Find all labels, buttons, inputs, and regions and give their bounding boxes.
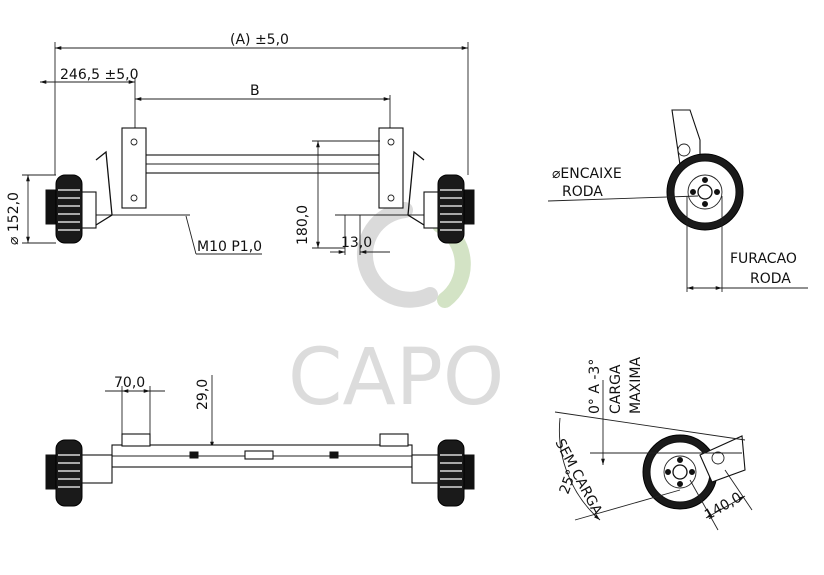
axle-plan-view: 70,0 29,0 <box>45 375 475 507</box>
left-wheel-plan <box>45 439 113 507</box>
wheel-fit-line1: ⌀ENCAIXE <box>552 166 622 182</box>
bolt-spacing-label: B <box>250 83 260 99</box>
dim-height-offset: 29,0 <box>195 375 214 448</box>
bracket-width-label: 70,0 <box>114 375 145 391</box>
dim-overall-width: (A) ±5,0 <box>54 32 469 175</box>
left-wheel-front <box>45 150 113 244</box>
wheel-side-view-top: ⌀ENCAIXE RODA FURACAO RODA <box>547 109 808 292</box>
dim-thread-spec: M10 P1,0 <box>185 215 262 255</box>
axle-front-view: (A) ±5,0 246,5 ±5,0 B <box>6 32 475 255</box>
label-wheel-fit: ⌀ENCAIXE RODA <box>547 166 699 202</box>
thread-spec-label: M10 P1,0 <box>197 239 262 255</box>
no-load-line1: SEM CARGA <box>551 436 605 518</box>
dim-bolt-spacing: B <box>135 83 391 130</box>
max-load-line2: MAXIMA <box>628 357 644 414</box>
right-wheel-plan <box>411 439 475 507</box>
dim-max-load-angle: 0° A -3° CARGA MAXIMA <box>554 357 746 465</box>
mount-offset-label: 13,0 <box>341 235 372 251</box>
angle-unloaded-label: 25° <box>557 468 581 497</box>
wheel-fit-line2: RODA <box>562 184 603 200</box>
right-bracket <box>378 127 404 209</box>
dim-mount-offset: 13,0 <box>330 215 390 255</box>
wheel-side-view-bottom: 0° A -3° CARGA MAXIMA 25° SEM CARGA 140,… <box>551 357 753 531</box>
left-bracket <box>121 127 147 209</box>
wheel-diameter-label: ⌀ 152,0 <box>6 192 22 245</box>
flange-offset-label: 246,5 ±5,0 <box>60 67 139 83</box>
angle-loaded-label: 0° A -3° <box>587 359 603 414</box>
capo-watermark: CAPO <box>288 202 504 423</box>
bracket-height-label: 180,0 <box>295 205 311 245</box>
max-load-line1: CARGA <box>608 364 624 414</box>
dim-flange-offset: 246,5 ±5,0 <box>40 67 139 130</box>
watermark-logo-arc-gray <box>356 202 438 308</box>
height-offset-label: 29,0 <box>195 379 211 410</box>
dim-wheel-diameter: ⌀ 152,0 <box>6 174 56 245</box>
watermark-brand-text: CAPO <box>288 333 504 423</box>
dim-bracket-width: 70,0 <box>105 375 165 440</box>
overall-width-label: (A) ±5,0 <box>230 32 289 48</box>
dim-bolt-holes: FURACAO RODA <box>686 196 808 292</box>
bolt-holes-line2: RODA <box>750 271 791 287</box>
right-wheel-front <box>407 150 475 244</box>
bolt-holes-line1: FURACAO <box>730 251 797 267</box>
dim-bracket-height: 180,0 <box>295 140 380 249</box>
